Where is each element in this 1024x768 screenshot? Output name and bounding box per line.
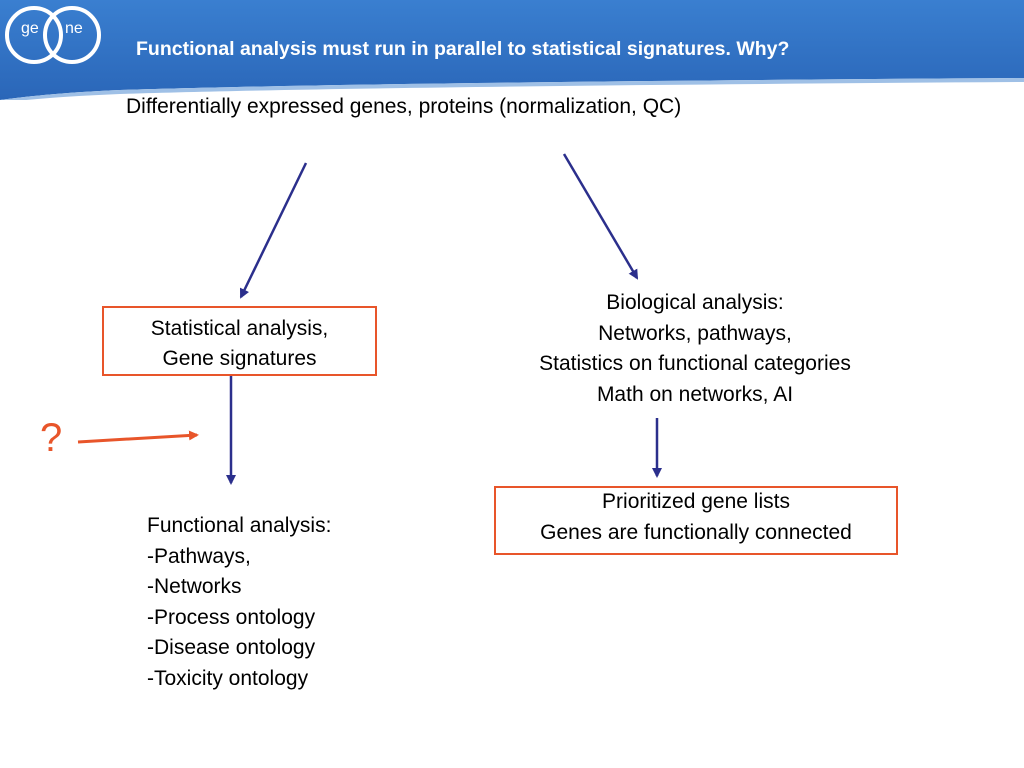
arrow-question <box>77 430 199 444</box>
functional-line-2: -Pathways, <box>147 544 251 568</box>
input-data-label: Differentially expressed genes, proteins… <box>126 95 682 118</box>
biological-line-2: Networks, pathways, <box>598 321 792 345</box>
functional-line-6: -Toxicity ontology <box>147 666 309 690</box>
arrow-to-statistical <box>239 162 308 299</box>
statistical-analysis-box: Statistical analysis, Gene signatures <box>102 306 377 376</box>
arrow-to-biological <box>562 153 639 280</box>
biological-line-3: Statistics on functional categories <box>539 352 851 375</box>
gene-logo-icon: ge ne <box>5 6 101 64</box>
biological-line-4: Math on networks, AI <box>596 382 794 406</box>
functional-line-1: Functional analysis: <box>147 514 332 537</box>
statistical-line-1: Statistical analysis, <box>150 317 329 340</box>
biological-analysis-block: Biological analysis: Networks, pathways,… <box>490 288 900 410</box>
slide-title: Functional analysis must run in parallel… <box>136 38 790 60</box>
prioritized-line-2: Genes are functionally connected <box>540 520 852 544</box>
slide-header: ge ne Functional analysis must run in pa… <box>0 0 1024 100</box>
functional-line-3: -Networks <box>147 575 242 598</box>
statistical-line-2: Gene signatures <box>162 347 317 370</box>
logo-text-right: ne <box>65 20 83 37</box>
functional-line-5: -Disease ontology <box>147 636 316 659</box>
logo-text-left: ge <box>21 20 39 37</box>
prioritized-line-1: Prioritized gene lists <box>602 490 790 513</box>
functional-line-4: -Process ontology <box>147 605 316 629</box>
functional-analysis-block: Functional analysis: -Pathways, -Network… <box>147 511 447 694</box>
biological-line-1: Biological analysis: <box>606 291 784 314</box>
prioritized-genes-box: Prioritized gene lists Genes are functio… <box>494 486 898 555</box>
question-mark: ? <box>40 416 63 460</box>
header-background <box>0 0 1024 100</box>
